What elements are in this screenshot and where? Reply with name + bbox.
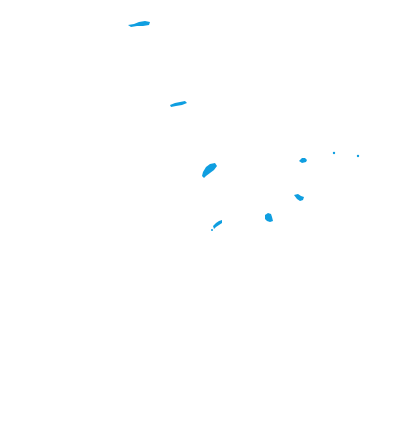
water-feature (128, 21, 150, 27)
water-feature (213, 220, 222, 229)
water-feature (356, 154, 360, 158)
water-features (128, 21, 360, 231)
water-feature (211, 229, 213, 231)
water-feature (332, 151, 336, 155)
water-feature (202, 163, 217, 178)
water-feature (299, 158, 307, 163)
water-feature (294, 194, 304, 201)
water-feature (265, 213, 273, 222)
water-feature (170, 101, 187, 107)
